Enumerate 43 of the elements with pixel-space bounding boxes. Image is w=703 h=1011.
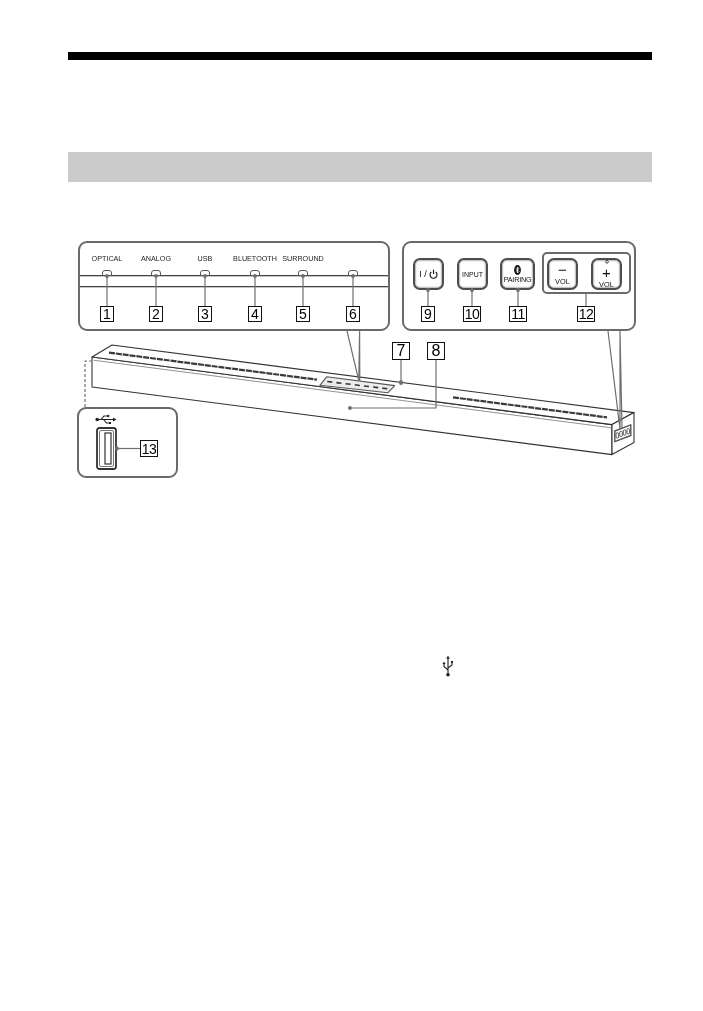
- callout-number: 2: [149, 306, 163, 322]
- leader-line: [301, 274, 305, 307]
- indicator-lamp: [151, 270, 161, 276]
- power-button: I /: [413, 258, 444, 290]
- callout-number: 11: [509, 306, 527, 322]
- indicator-lamp: [200, 270, 210, 276]
- leader-line: [351, 274, 355, 307]
- callout-number: 10: [463, 306, 481, 322]
- callout-number: 12: [577, 306, 595, 322]
- guide-line: [84, 360, 92, 408]
- side-button-cluster: [614, 424, 632, 443]
- leader-line: [115, 446, 141, 451]
- leader-line: [154, 274, 158, 307]
- callout-number: 13: [140, 440, 158, 457]
- heading-band: [68, 152, 652, 182]
- inset-panel: [402, 241, 636, 331]
- callout-number: 9: [421, 306, 435, 322]
- indicator-lamp: [298, 270, 308, 276]
- callout-number: 1: [100, 306, 114, 322]
- control-strip: [319, 375, 396, 394]
- sensor-dot: [398, 380, 404, 385]
- button-group-frame: [542, 252, 631, 294]
- leader-line: [470, 288, 474, 307]
- callout-number: 4: [248, 306, 262, 322]
- callout-number: 5: [296, 306, 310, 322]
- indicator-lamp: [348, 270, 358, 276]
- callout-number: 6: [346, 306, 360, 322]
- leader-line: [105, 274, 109, 307]
- leader-line: [400, 359, 402, 381]
- leader-line: [585, 293, 587, 307]
- inset-panel: [77, 407, 178, 478]
- callout-number: 8: [427, 342, 445, 360]
- indicator-lamp: [102, 270, 112, 276]
- leader-line: [348, 359, 437, 410]
- callout-number: 3: [198, 306, 212, 322]
- inset-panel: [78, 241, 390, 331]
- leader-line: [426, 288, 430, 307]
- leader-line: [516, 288, 520, 307]
- indicator-lamp: [250, 270, 260, 276]
- usb-port: [96, 427, 117, 470]
- leader-line: [253, 274, 257, 307]
- callout-number: 7: [392, 342, 410, 360]
- leader-line: [203, 274, 207, 307]
